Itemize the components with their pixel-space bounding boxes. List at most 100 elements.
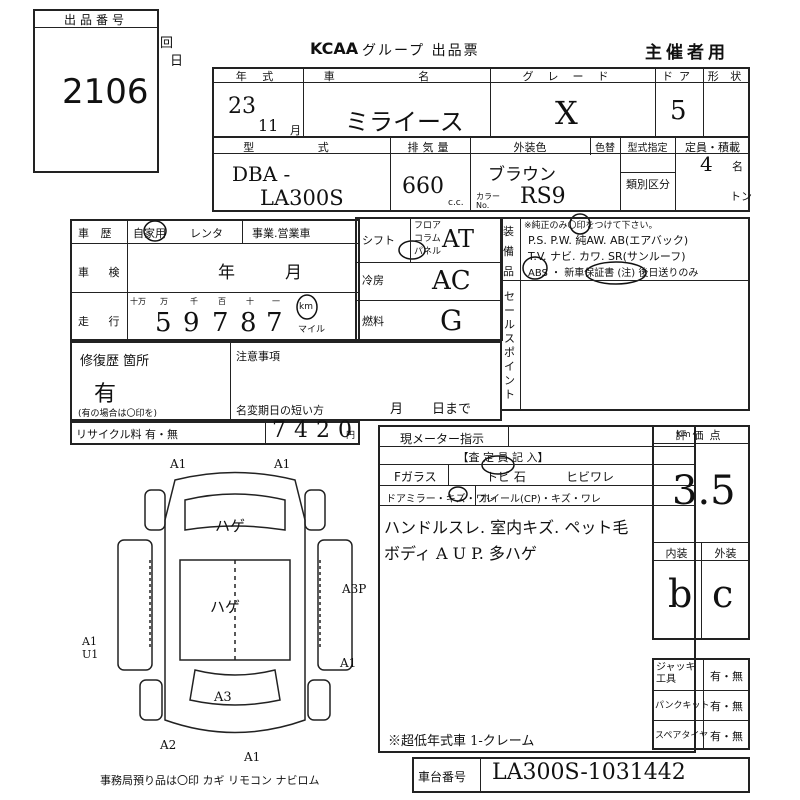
lot-side-char-2: 日 <box>170 54 184 69</box>
equipment-line-2[interactable]: T.V. ナビ. カワ. SR(サンルーフ) <box>528 250 686 263</box>
label-history: 車 歴 <box>78 227 116 240</box>
chassis-label: 車台番号 <box>418 770 467 784</box>
grade-value: X <box>555 94 578 132</box>
shift-panel[interactable]: パネル <box>414 247 442 257</box>
label-model: 型 式 <box>243 141 359 154</box>
fuel-value: G <box>440 304 463 337</box>
diagram-mark-9: A2 <box>160 738 177 752</box>
shift-column[interactable]: コラム <box>414 234 441 244</box>
history-rental[interactable]: レンタ <box>190 227 223 240</box>
lot-number: 2106 <box>62 72 149 112</box>
model-prefix: DBA - <box>232 162 291 186</box>
remarks-line-2: ボディ A U P. 多ハゲ <box>384 544 537 563</box>
label-capacity: 定員・積載 <box>685 141 740 154</box>
notes-label: 注意事項 <box>236 350 280 363</box>
notes-day: 日まで <box>432 402 472 417</box>
equipment-side-label: 装備品 <box>503 225 514 278</box>
diagram-mark-3: ハゲ <box>215 517 246 535</box>
meter-km: Km <box>676 430 691 440</box>
equipment-note: ※純正のみ〇印をつけて下さい。 <box>524 221 658 231</box>
inspector-table <box>378 425 696 753</box>
label-grade: グレード <box>522 70 623 83</box>
label-color-change: 色替 <box>595 143 615 154</box>
puncture-label: パンクキット <box>655 701 710 711</box>
label-year: 年 式 <box>235 70 280 83</box>
remarks-line-1: ハンドルスレ. 室内キズ. ペット毛 <box>384 518 629 537</box>
color-no-value: RS9 <box>520 184 566 209</box>
label-fuel: 燃料 <box>362 315 384 328</box>
recycle-label: リサイクル料 有・無 <box>76 428 178 441</box>
score-label: 評価点 <box>675 429 727 442</box>
shift-value: AT <box>442 225 475 253</box>
color-value: ブラウン <box>488 165 556 185</box>
mirror-label[interactable]: ドアミラー・キズ・ワレ <box>386 494 496 505</box>
chassis-value: LA300S-1031442 <box>492 760 686 785</box>
digit-label-0: 十万 <box>130 297 146 306</box>
label-shape: 形 状 <box>707 70 746 83</box>
capacity-value: 4 <box>700 152 713 176</box>
displacement-value: 660 <box>402 174 444 199</box>
sales-point-label: セールスポイント <box>504 290 515 401</box>
recycle-table <box>70 421 360 445</box>
diagram-mark-5: A3P <box>342 582 367 596</box>
car-name: ミライース <box>345 108 464 136</box>
label-carname: 車 名 <box>323 70 470 83</box>
model-value: LA300S <box>260 186 344 210</box>
diagram-mark-1: A1 <box>170 457 187 471</box>
digit-label-2: 千 <box>190 297 198 306</box>
equipment-table <box>500 217 750 411</box>
notes-month: 月 <box>390 402 404 417</box>
header-logo: KCAA <box>310 39 359 58</box>
lot-box <box>33 9 159 173</box>
diagram-mark-4: ハゲ <box>210 598 241 616</box>
history-own[interactable]: 自家用 <box>133 227 166 240</box>
mileage-digit-2: 9 <box>183 308 200 338</box>
diagram-mark-6: A1 <box>340 656 357 670</box>
repair-value: 有 <box>94 382 117 407</box>
tons-unit: トン <box>730 190 752 203</box>
exterior-value: c <box>712 572 734 616</box>
chassis-table <box>412 757 750 793</box>
meter-label: 現メーター指示 <box>400 432 485 446</box>
equipment-line-1[interactable]: P.S. P.W. 純AW. AB(エアバック) <box>528 234 689 247</box>
notes-short: 名変期日の短い方 <box>236 404 324 417</box>
glass-chip[interactable]: トビ 石 <box>486 470 526 484</box>
repair-table <box>70 341 502 421</box>
diagram-mark-10: A1 <box>244 750 261 764</box>
recycle-unit: 円 <box>346 431 356 441</box>
interior-value: b <box>668 572 693 616</box>
jack-yn[interactable]: 有・無 <box>710 670 743 683</box>
equipment-line-3[interactable]: ABS ・ 新車保証書 (注) 後日送りのみ <box>528 268 699 279</box>
mileage-digit-1: 5 <box>155 308 172 338</box>
interior-label: 内装 <box>665 547 688 560</box>
km-unit: km <box>299 302 313 312</box>
lot-label: 出品番号 <box>63 13 128 27</box>
history-table <box>70 219 360 341</box>
ac-value: AC <box>432 266 471 296</box>
wheel-label[interactable]: ホイール(CP)・キズ・ワレ <box>480 494 601 505</box>
month-value: 11 <box>258 116 279 135</box>
label-type-designation: 型式指定 <box>627 143 668 154</box>
glass-crack[interactable]: ヒビワレ <box>566 470 615 484</box>
shift-table <box>355 217 503 341</box>
shaken-month: 月 <box>285 263 302 283</box>
shift-floor[interactable]: フロア <box>414 221 442 231</box>
shaken-year: 年 <box>218 263 235 283</box>
inspector-title: 【査 定 員 記 入】 <box>457 451 549 464</box>
repair-label: 修復歴 箇所 <box>80 354 150 369</box>
repair-note: (有の場合は〇印を) <box>78 409 158 419</box>
diagram-mark-8: A3 <box>214 690 232 705</box>
label-shaken: 車 検 <box>78 266 128 279</box>
header-owner: 主催者用 <box>645 43 729 63</box>
spare-label: スペアタイヤ <box>655 731 709 741</box>
doors-value: 5 <box>670 96 687 126</box>
class-label: 類別区分 <box>626 178 670 191</box>
label-ac: 冷房 <box>362 274 384 287</box>
mileage-digit-5: 7 <box>266 308 283 338</box>
puncture-yn[interactable]: 有・無 <box>710 700 743 713</box>
remarks-bottom: ※超低年式車 1-クレーム <box>388 734 535 749</box>
spare-yn[interactable]: 有・無 <box>710 730 743 743</box>
history-business[interactable]: 事業.営業車 <box>252 227 311 240</box>
capacity-unit: 名 <box>732 160 743 173</box>
